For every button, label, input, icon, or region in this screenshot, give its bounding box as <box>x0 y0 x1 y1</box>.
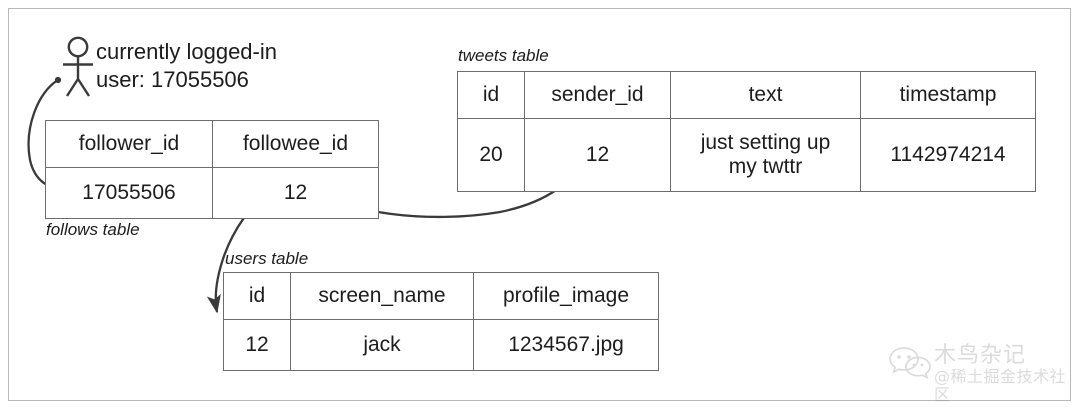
stick-figure-user-icon <box>63 36 93 97</box>
column-header-sender-id: sender_id <box>524 71 671 119</box>
cell-user-id: 12 <box>223 319 291 371</box>
cell-followee-id: 12 <box>212 167 379 219</box>
column-header-id: id <box>223 272 291 320</box>
watermark-text: 木鸟杂记 @稀土掘金技术社区 <box>934 344 1066 405</box>
cell-tweet-id: 20 <box>457 118 525 192</box>
tweets-table-caption: tweets table <box>458 46 549 65</box>
column-header-followee-id: followee_id <box>212 120 379 168</box>
table-header-row: id screen_name profile_image <box>223 272 659 320</box>
cell-tweet-text: just setting up my twttr <box>670 118 861 192</box>
column-header-id: id <box>457 71 525 119</box>
watermark: 木鸟杂记 @稀土掘金技术社区 <box>888 344 1066 404</box>
watermark-title: 木鸟杂记 <box>934 343 1027 368</box>
users-table: id screen_name profile_image 12 jack 123… <box>223 272 659 371</box>
table-row: 12 jack 1234567.jpg <box>223 319 659 371</box>
column-header-profile-image: profile_image <box>473 272 659 320</box>
column-header-follower-id: follower_id <box>45 120 213 168</box>
tweets-table: id sender_id text timestamp 20 12 just s… <box>457 71 1036 192</box>
table-row: 17055506 12 <box>45 167 379 219</box>
table-header-row: id sender_id text timestamp <box>457 71 1036 119</box>
watermark-handle: @稀土掘金技术社区 <box>934 366 1067 405</box>
follows-table-caption: follows table <box>46 220 140 239</box>
column-header-screen-name: screen_name <box>290 272 474 320</box>
cell-sender-id: 12 <box>524 118 671 192</box>
follows-table: follower_id followee_id 17055506 12 <box>45 120 379 219</box>
column-header-text: text <box>670 71 861 119</box>
column-header-timestamp: timestamp <box>860 71 1036 119</box>
cell-timestamp: 1142974214 <box>860 118 1036 192</box>
logged-in-user-note: currently logged-in user: 17055506 <box>96 39 277 93</box>
cell-screen-name: jack <box>290 319 474 371</box>
cell-profile-image: 1234567.jpg <box>473 319 659 371</box>
wechat-icon <box>889 347 931 380</box>
users-table-caption: users table <box>225 249 309 268</box>
table-row: 20 12 just setting up my twttr 114297421… <box>457 118 1036 192</box>
cell-follower-id: 17055506 <box>45 167 213 219</box>
table-header-row: follower_id followee_id <box>45 120 379 168</box>
